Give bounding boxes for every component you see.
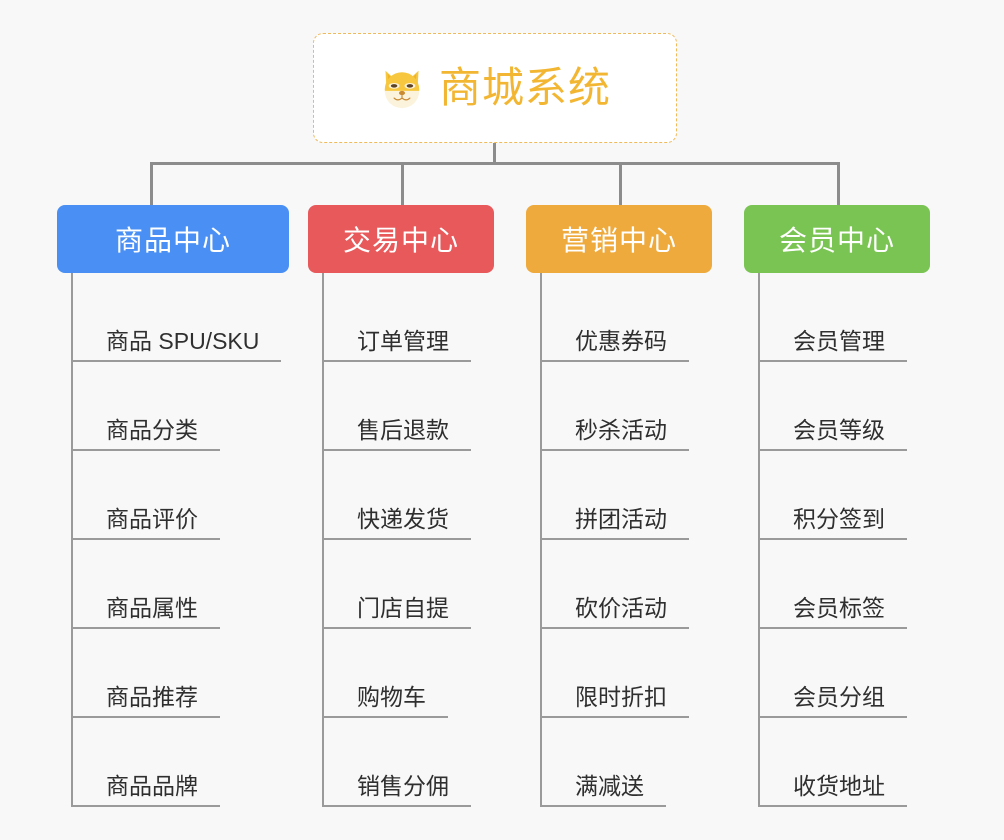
leaf-underline: 商品品牌	[73, 774, 220, 807]
category-label: 商品中心	[114, 225, 231, 256]
shiba-dog-face-icon	[379, 65, 425, 111]
leaf-underline: 拼团活动	[542, 507, 689, 540]
leaf-item[interactable]: 优惠券码	[542, 273, 712, 362]
leaf-item[interactable]: 商品属性	[73, 540, 289, 629]
leaf-underline: 快递发货	[324, 507, 471, 540]
branch-column-product-center: 商品中心商品 SPU/SKU 商品分类商品评价商品属性商品推荐商品品牌	[57, 205, 289, 807]
branch-column-marketing-center: 营销中心优惠券码秒杀活动拼团活动砍价活动限时折扣满减送	[526, 205, 712, 807]
leaf-list-marketing-center: 优惠券码秒杀活动拼团活动砍价活动限时折扣满减送	[540, 273, 712, 807]
connector-root-stem	[493, 143, 496, 165]
leaf-underline: 商品 SPU/SKU	[73, 328, 282, 362]
leaf-item[interactable]: 会员标签	[760, 540, 930, 629]
leaf-underline: 订单管理	[324, 329, 471, 362]
leaf-underline: 限时折扣	[542, 685, 689, 718]
leaf-label: 商品评价	[106, 506, 198, 532]
branch-column-trade-center: 交易中心订单管理售后退款快递发货门店自提购物车销售分佣	[308, 205, 494, 807]
leaf-item[interactable]: 收货地址	[760, 718, 930, 807]
leaf-label: 秒杀活动	[575, 417, 667, 443]
leaf-label: 优惠券码	[575, 328, 667, 354]
leaf-label: 收货地址	[793, 773, 885, 799]
category-box-member-center[interactable]: 会员中心	[744, 205, 930, 273]
leaf-item[interactable]: 会员分组	[760, 629, 930, 718]
leaf-item[interactable]: 购物车	[324, 629, 494, 718]
leaf-underline: 售后退款	[324, 418, 471, 451]
leaf-item[interactable]: 售后退款	[324, 362, 494, 451]
leaf-label: 商品 SPU/SKU	[106, 328, 260, 354]
leaf-underline: 门店自提	[324, 596, 471, 629]
leaf-item[interactable]: 会员管理	[760, 273, 930, 362]
connector-branch-stem-4	[837, 162, 840, 207]
leaf-item[interactable]: 满减送	[542, 718, 712, 807]
leaf-underline: 会员标签	[760, 596, 907, 629]
leaf-underline: 收货地址	[760, 774, 907, 807]
leaf-underline: 商品推荐	[73, 685, 220, 718]
leaf-label: 会员分组	[793, 684, 885, 710]
category-label: 营销中心	[560, 225, 677, 256]
leaf-underline: 满减送	[542, 774, 666, 807]
connector-branch-stem-1	[150, 162, 153, 207]
leaf-item[interactable]: 秒杀活动	[542, 362, 712, 451]
leaf-list-product-center: 商品 SPU/SKU 商品分类商品评价商品属性商品推荐商品品牌	[71, 273, 289, 807]
connector-horizontal-bus	[150, 162, 840, 165]
leaf-item[interactable]: 商品分类	[73, 362, 289, 451]
leaf-item[interactable]: 砍价活动	[542, 540, 712, 629]
leaf-underline: 优惠券码	[542, 329, 689, 362]
leaf-label: 商品推荐	[106, 684, 198, 710]
leaf-item[interactable]: 快递发货	[324, 451, 494, 540]
leaf-item[interactable]: 商品品牌	[73, 718, 289, 807]
category-box-marketing-center[interactable]: 营销中心	[526, 205, 712, 273]
leaf-label: 会员等级	[793, 417, 885, 443]
leaf-underline: 销售分佣	[324, 774, 471, 807]
root-node[interactable]: 商城系统	[313, 33, 677, 143]
category-label: 会员中心	[778, 225, 895, 256]
leaf-label: 销售分佣	[357, 773, 449, 799]
leaf-label: 售后退款	[357, 417, 449, 443]
leaf-underline: 积分签到	[760, 507, 907, 540]
leaf-underline: 秒杀活动	[542, 418, 689, 451]
leaf-item[interactable]: 会员等级	[760, 362, 930, 451]
leaf-underline: 商品属性	[73, 596, 220, 629]
leaf-item[interactable]: 商品 SPU/SKU	[73, 273, 289, 362]
leaf-item[interactable]: 限时折扣	[542, 629, 712, 718]
category-box-product-center[interactable]: 商品中心	[57, 205, 289, 273]
leaf-underline: 商品评价	[73, 507, 220, 540]
category-box-trade-center[interactable]: 交易中心	[308, 205, 494, 273]
leaf-list-trade-center: 订单管理售后退款快递发货门店自提购物车销售分佣	[322, 273, 494, 807]
leaf-label: 限时折扣	[575, 684, 667, 710]
branch-column-member-center: 会员中心会员管理会员等级积分签到会员标签会员分组收货地址	[744, 205, 930, 807]
leaf-label: 积分签到	[793, 506, 885, 532]
leaf-label: 购物车	[357, 684, 426, 710]
leaf-label: 订单管理	[357, 328, 449, 354]
leaf-label: 会员标签	[793, 595, 885, 621]
leaf-item[interactable]: 门店自提	[324, 540, 494, 629]
root-title: 商城系统	[438, 64, 611, 111]
leaf-label: 砍价活动	[575, 595, 667, 621]
leaf-list-member-center: 会员管理会员等级积分签到会员标签会员分组收货地址	[758, 273, 930, 807]
connector-branch-stem-2	[401, 162, 404, 207]
leaf-label: 满减送	[575, 773, 644, 799]
leaf-underline: 会员等级	[760, 418, 907, 451]
leaf-label: 门店自提	[357, 595, 449, 621]
leaf-item[interactable]: 积分签到	[760, 451, 930, 540]
leaf-item[interactable]: 订单管理	[324, 273, 494, 362]
leaf-underline: 砍价活动	[542, 596, 689, 629]
leaf-label: 快递发货	[357, 506, 449, 532]
leaf-underline: 会员管理	[760, 329, 907, 362]
leaf-item[interactable]: 销售分佣	[324, 718, 494, 807]
leaf-label: 拼团活动	[575, 506, 667, 532]
leaf-label: 会员管理	[793, 328, 885, 354]
leaf-underline: 购物车	[324, 685, 448, 718]
leaf-item[interactable]: 商品推荐	[73, 629, 289, 718]
leaf-item[interactable]: 商品评价	[73, 451, 289, 540]
leaf-underline: 商品分类	[73, 418, 220, 451]
category-label: 交易中心	[342, 225, 459, 256]
leaf-underline: 会员分组	[760, 685, 907, 718]
leaf-label: 商品分类	[106, 417, 198, 443]
leaf-label: 商品品牌	[106, 773, 198, 799]
connector-branch-stem-3	[619, 162, 622, 207]
leaf-label: 商品属性	[106, 595, 198, 621]
leaf-item[interactable]: 拼团活动	[542, 451, 712, 540]
